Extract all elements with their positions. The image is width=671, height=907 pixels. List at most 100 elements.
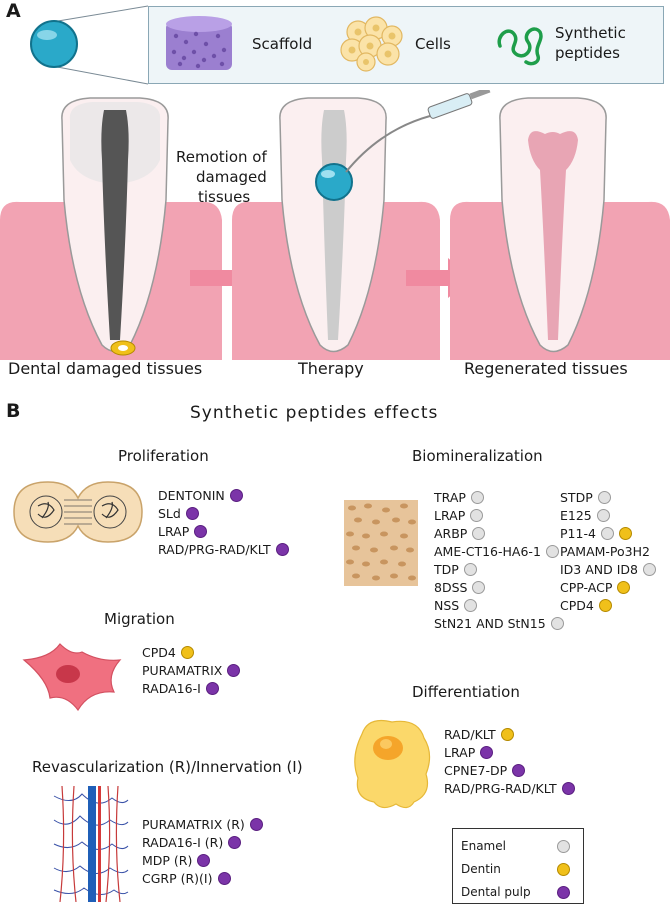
dental-pulp-dot	[227, 664, 241, 677]
remotion-note-line2: damaged	[196, 168, 267, 186]
revascularization-item: CGRP (R)(I)	[142, 870, 231, 888]
vessel-nerve-icon	[53, 786, 129, 902]
dental-pulp-dot	[249, 818, 263, 831]
differentiation-title: Differentiation	[412, 683, 520, 701]
migrating-cell-icon	[22, 643, 122, 712]
biomineralization-item: StN21 AND StN15	[434, 615, 564, 633]
biomineralization-item: ARBP	[434, 525, 486, 543]
enamel-dot	[550, 617, 564, 630]
proliferation-item: DENTONIN	[158, 487, 243, 505]
dentin-dot	[617, 581, 631, 594]
proliferation-item: SLd	[158, 505, 199, 523]
proliferation-title: Proliferation	[118, 447, 209, 465]
biomineralization-item: CPP-ACP	[560, 579, 631, 597]
enamel-dot	[464, 599, 478, 612]
enamel-dot	[643, 563, 657, 576]
differentiation-item: RAD/KLT	[444, 726, 514, 744]
dental-pulp-dot	[561, 782, 575, 795]
panel-b-title: Synthetic peptides effects	[190, 403, 439, 423]
enamel-dot	[600, 527, 614, 540]
dentin-dot	[618, 527, 632, 540]
dental-pulp-dot	[275, 543, 289, 556]
stage-label-regenerated: Regenerated tissues	[464, 359, 628, 378]
dental-pulp-dot	[194, 525, 208, 538]
differentiation-item: CPNE7-DP	[444, 762, 526, 780]
stage-label-therapy: Therapy	[298, 359, 364, 378]
component-legend-box	[148, 6, 664, 84]
dental-pulp-dot	[197, 854, 211, 867]
dental-pulp-dot	[480, 746, 494, 759]
revascularization-item: PURAMATRIX (R)	[142, 816, 263, 834]
revascularization-item: RADA16-I (R)	[142, 834, 242, 852]
cells-icon	[340, 16, 403, 72]
enamel-dot	[470, 491, 484, 504]
biomineralization-item: TDP	[434, 561, 477, 579]
differentiation-item: LRAP	[444, 744, 494, 762]
dental-pulp-dot	[205, 682, 219, 695]
dentin-dot	[557, 863, 570, 876]
biomineralization-item: 8DSS	[434, 579, 486, 597]
dentin-dot	[598, 599, 612, 612]
dental-pulp-dot	[185, 507, 199, 520]
biomineralization-item: ID3 AND ID8	[560, 561, 657, 579]
biomineralization-item: CPD4	[560, 597, 612, 615]
peptides-icon	[497, 27, 543, 66]
panel-a-zoom-graphic	[30, 5, 149, 85]
legend-enamel: Enamel	[461, 839, 570, 853]
biomineralization-item: NSS	[434, 597, 478, 615]
enamel-dot	[472, 581, 486, 594]
proliferation-item: RAD/PRG-RAD/KLT	[158, 541, 289, 559]
biomineralization-item: AME-CT16-HA6-1	[434, 543, 559, 561]
biomineralization-item: LRAP	[434, 507, 484, 525]
peptides-label-line1: Synthetic	[555, 24, 626, 42]
teeth-illustration	[0, 90, 670, 360]
cells-label: Cells	[415, 35, 451, 53]
panel-b-letter: B	[6, 400, 21, 422]
dental-pulp-dot	[217, 872, 231, 885]
differentiation-item: RAD/PRG-RAD/KLT	[444, 780, 575, 798]
legend-dental-pulp: Dental pulp	[461, 885, 570, 899]
damaged-tooth	[0, 97, 222, 360]
biomineralization-item: STDP	[560, 489, 611, 507]
migration-title: Migration	[104, 610, 175, 628]
enamel-dot	[463, 563, 477, 576]
enamel-dot	[557, 840, 570, 853]
dividing-cell-icon	[13, 481, 143, 543]
dental-pulp-dot	[228, 836, 242, 849]
enamel-dot	[472, 527, 486, 540]
scaffold-label: Scaffold	[252, 35, 313, 53]
panel-a-letter: A	[6, 0, 21, 22]
biomineralization-title: Biomineralization	[412, 447, 543, 465]
migration-item: CPD4	[142, 644, 194, 662]
therapy-tooth	[232, 90, 491, 360]
enamel-dot	[545, 545, 559, 558]
stage-label-damaged: Dental damaged tissues	[8, 359, 203, 378]
dentin-dot	[180, 646, 194, 659]
biomineralization-item: E125	[560, 507, 610, 525]
proliferation-item: LRAP	[158, 523, 208, 541]
migration-item: PURAMATRIX	[142, 662, 241, 680]
biomineralization-item: P11-4	[560, 525, 632, 543]
enamel-dot	[597, 491, 611, 504]
biomineralization-item: TRAP	[434, 489, 484, 507]
dentin-dot	[500, 728, 514, 741]
differentiating-cell-icon	[354, 719, 431, 809]
hydrogel-sphere-icon	[30, 20, 78, 68]
tissue-legend: Enamel Dentin Dental pulp	[452, 828, 584, 904]
mineral-tissue-icon	[344, 500, 418, 586]
legend-dentin: Dentin	[461, 862, 570, 876]
revascularization-item: MDP (R)	[142, 852, 211, 870]
dental-pulp-dot	[557, 886, 570, 899]
biomineralization-item: PAMAM-Po3H2	[560, 544, 650, 559]
migration-item: RADA16-I	[142, 680, 219, 698]
remotion-note-line1: Remotion of	[176, 148, 267, 166]
dental-pulp-dot	[229, 489, 243, 502]
remotion-note-line3: tissues	[198, 188, 251, 206]
revascularization-title: Revascularization (R)/Innervation (I)	[32, 758, 303, 776]
enamel-dot	[470, 509, 484, 522]
enamel-dot	[596, 509, 610, 522]
peptides-label-line2: peptides	[555, 44, 620, 62]
dental-pulp-dot	[512, 764, 526, 777]
scaffold-icon	[166, 16, 232, 70]
regenerated-tooth	[450, 97, 670, 360]
